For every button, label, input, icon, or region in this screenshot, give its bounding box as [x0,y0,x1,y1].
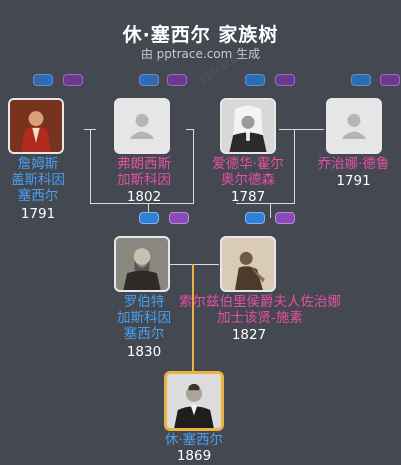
page-title: 休·塞西尔 家族树 [122,24,279,46]
connector-line [193,129,194,204]
father-expand-button[interactable] [351,74,371,86]
person-placeholder-icon [116,100,168,152]
birth-year: 1830 [126,344,162,360]
portrait-photo [167,374,221,428]
person-photo[interactable] [220,236,276,292]
portrait-photo [116,238,168,290]
person-photo[interactable] [220,98,276,154]
person-name[interactable]: 索尔兹伯里侯爵夫人佐治娜 加士该贤-施素 [179,294,341,326]
person-photo[interactable] [326,98,382,154]
page-subtitle: 由 pptrace.com 生成 [140,47,261,61]
father-expand-button[interactable] [139,212,159,224]
mother-expand-button[interactable] [169,212,189,224]
birth-year: 1869 [176,448,212,464]
connector-line [236,203,295,204]
person-name[interactable]: 休·塞西尔 [164,432,224,448]
connector-line [270,203,271,218]
connector-line [148,203,149,218]
mother-expand-button[interactable] [275,74,295,86]
connector-line [186,129,194,130]
mother-expand-button[interactable] [380,74,400,86]
portrait-photo [222,100,274,152]
connector-line [294,129,324,130]
person-name[interactable]: 罗伯特 加斯科因 塞西尔 [117,294,171,342]
birth-year: 1802 [126,189,162,205]
birth-year: 1827 [231,327,267,343]
birth-year: 1791 [20,206,56,222]
person-photo[interactable] [114,98,170,154]
connector-line [294,129,295,204]
person-photo[interactable] [164,371,224,431]
father-expand-button[interactable] [245,212,265,224]
birth-year: 1791 [336,173,371,189]
mother-expand-button[interactable] [63,74,83,86]
connector-line [192,264,194,371]
person-name[interactable]: 弗朗西斯 加斯科因 [117,156,171,188]
person-photo[interactable] [8,98,64,154]
person-photo[interactable] [114,236,170,292]
father-expand-button[interactable] [245,74,265,86]
portrait-photo [10,100,62,152]
birth-year: 1787 [230,189,266,205]
mother-expand-button[interactable] [275,212,295,224]
person-name[interactable]: 詹姆斯 盖斯科因 塞西尔 [11,156,65,204]
person-placeholder-icon [328,100,380,152]
father-expand-button[interactable] [33,74,53,86]
connector-line [163,264,219,265]
connector-line [279,129,295,130]
connector-line [90,129,91,204]
mother-expand-button[interactable] [167,74,187,86]
portrait-photo [222,238,274,290]
person-name[interactable]: 爱德华·霍尔 奥尔德森 [212,156,284,188]
person-name[interactable]: 乔治娜·德鲁 [317,156,390,172]
connector-line [90,203,194,204]
father-expand-button[interactable] [139,74,159,86]
